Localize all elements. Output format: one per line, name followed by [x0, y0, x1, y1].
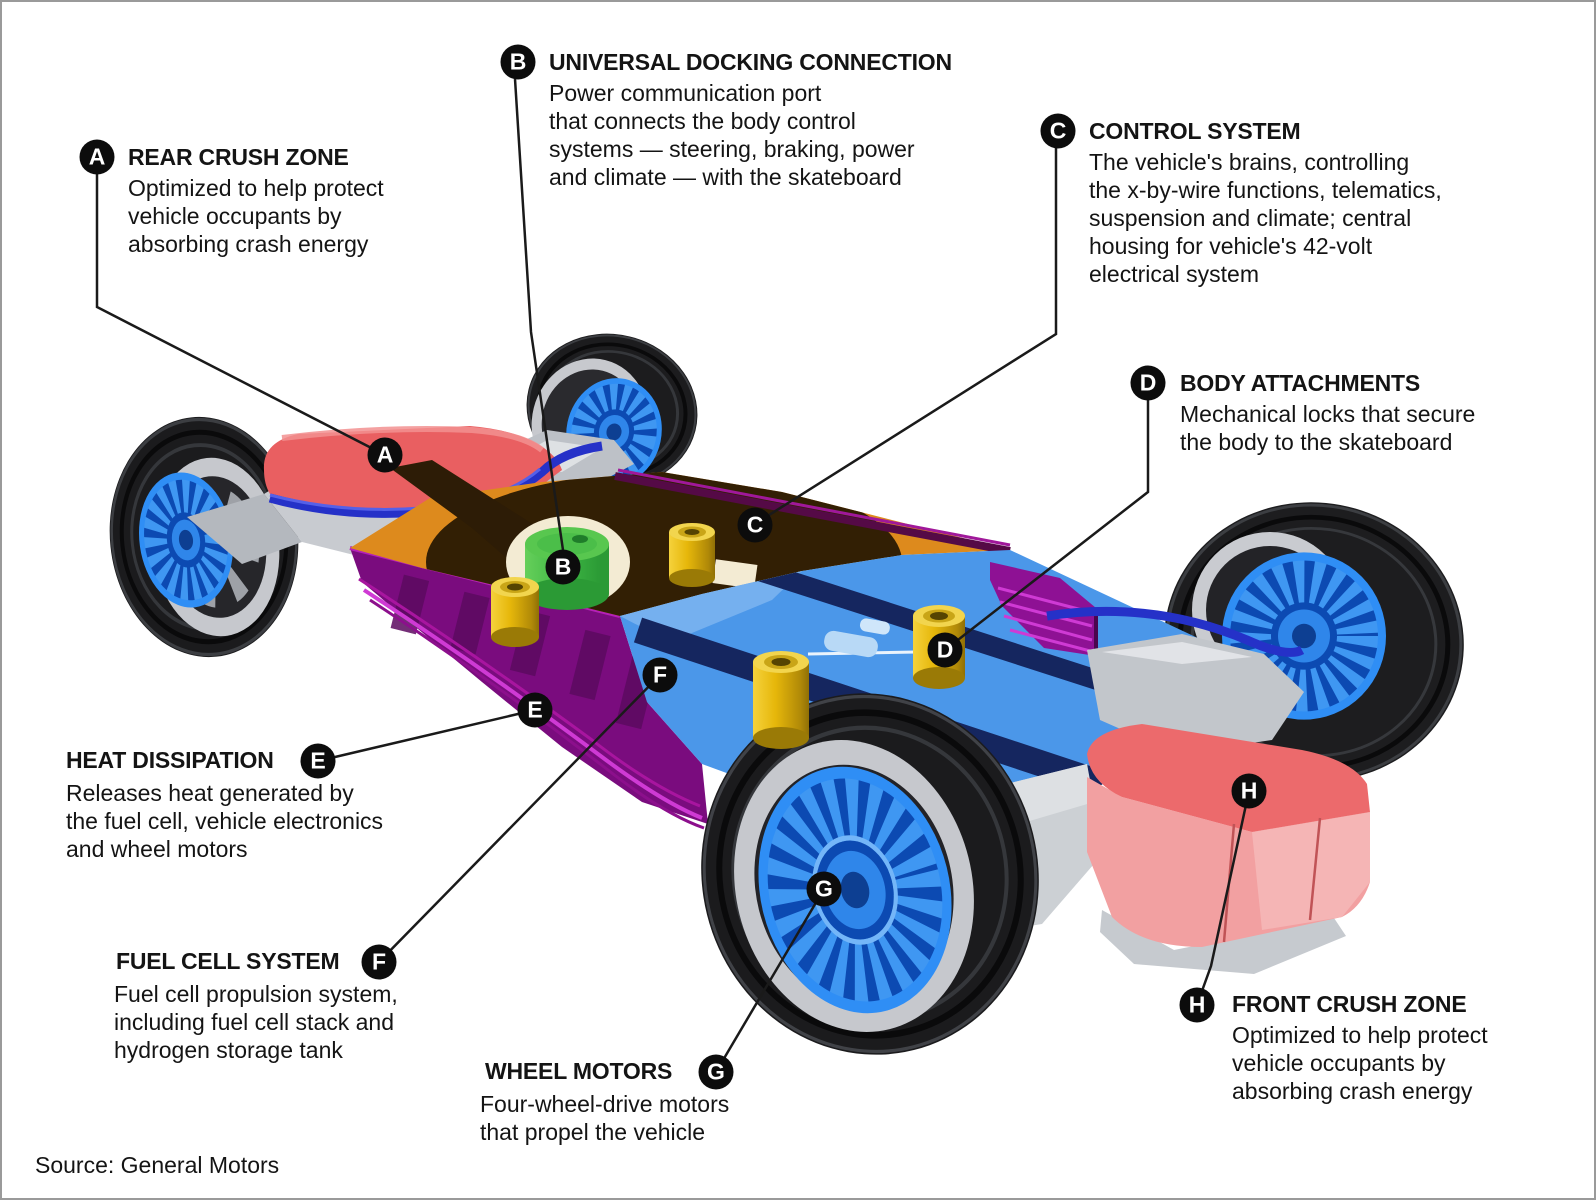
callout-h-desc: Optimized to help protect vehicle occupa…: [1232, 1022, 1488, 1104]
callout-h-title: FRONT CRUSH ZONE: [1232, 991, 1467, 1017]
callout-lines: [95, 78, 1251, 1073]
label-badge-g: G: [698, 1054, 734, 1090]
label-badge-f: F: [361, 944, 397, 980]
callout-c-title: CONTROL SYSTEM: [1089, 118, 1301, 144]
callout-c-desc: The vehicle's brains, controlling the x-…: [1089, 149, 1442, 287]
docking-connector-shape: [525, 527, 609, 610]
label-badge-b: B: [500, 44, 536, 80]
callout-b-title: UNIVERSAL DOCKING CONNECTION: [549, 49, 952, 75]
callout-a-desc: Optimized to help protect vehicle occupa…: [128, 175, 384, 257]
chassis-badge-b: B: [545, 549, 581, 585]
label-badge-e: E: [300, 743, 336, 779]
callout-e-title: HEAT DISSIPATION: [66, 747, 274, 773]
chassis-badge-h: H: [1231, 773, 1267, 809]
callout-a-title: REAR CRUSH ZONE: [128, 144, 349, 170]
front-crush-zone-shape: [1087, 724, 1370, 974]
callout-g-title: WHEEL MOTORS: [485, 1058, 673, 1084]
label-badge-c: C: [1040, 113, 1076, 149]
source-credit: Source: General Motors: [35, 1152, 280, 1178]
body-attachment-cylinders: [491, 523, 965, 749]
callout-f-title: FUEL CELL SYSTEM: [116, 948, 340, 974]
front-left-wheel: [701, 693, 1039, 1055]
chassis-badge-d: D: [927, 632, 963, 668]
callout-e-desc: Releases heat generated by the fuel cell…: [66, 780, 384, 862]
chassis-badge-f: F: [642, 657, 678, 693]
callout-d-title: BODY ATTACHMENTS: [1180, 370, 1420, 396]
chassis-badge-g: G: [806, 871, 842, 907]
callout-b-desc: Power communication port that connects t…: [549, 80, 915, 190]
chassis-badge-c: C: [737, 507, 773, 543]
callout-g-desc: Four-wheel-drive motors that propel the …: [480, 1091, 730, 1145]
label-badge-h: H: [1179, 987, 1215, 1023]
label-badge-d: D: [1130, 365, 1166, 401]
label-badge-a: A: [79, 139, 115, 175]
callout-d-desc: Mechanical locks that secure the body to…: [1180, 401, 1476, 455]
chassis-badge-a: A: [367, 437, 403, 473]
callout-f-desc: Fuel cell propulsion system, including f…: [114, 981, 398, 1063]
chassis-badge-e: E: [517, 692, 553, 728]
